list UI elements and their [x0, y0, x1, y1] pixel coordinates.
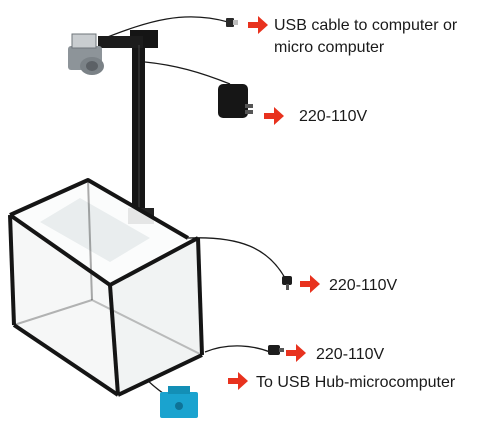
arrows [228, 16, 320, 390]
usb-plug [226, 18, 238, 27]
label-power-adapter: 220-110V [299, 108, 368, 125]
enclosure-box [8, 178, 204, 397]
label-power-right: 220-110V [329, 277, 398, 294]
adapter-cable [144, 61, 231, 85]
label-usb-hub: To USB Hub-microcomputer [256, 374, 456, 391]
arrow-adapter-icon [264, 107, 284, 125]
stand-arm [98, 36, 143, 48]
label-power-bottom: 220-110V [316, 346, 385, 363]
arrow-power-bottom-icon [286, 344, 306, 362]
power-adapter-icon [218, 84, 253, 118]
usb-cable [99, 16, 229, 41]
arrow-hub-icon [228, 372, 248, 390]
plug-bottom-icon [268, 345, 284, 355]
arrow-power-right-icon [300, 275, 320, 293]
panel-left [10, 215, 118, 395]
panel-front [110, 238, 202, 395]
label-usb-line1: USB cable to computer or [274, 17, 458, 34]
plug-right-icon [282, 276, 292, 290]
usb-hub-icon [160, 386, 198, 418]
power-cable-bottom [204, 345, 271, 353]
label-usb-line2: micro computer [274, 39, 385, 56]
camera-icon [68, 33, 104, 75]
power-cable-right [187, 237, 286, 279]
arrow-usb-icon [248, 16, 268, 34]
